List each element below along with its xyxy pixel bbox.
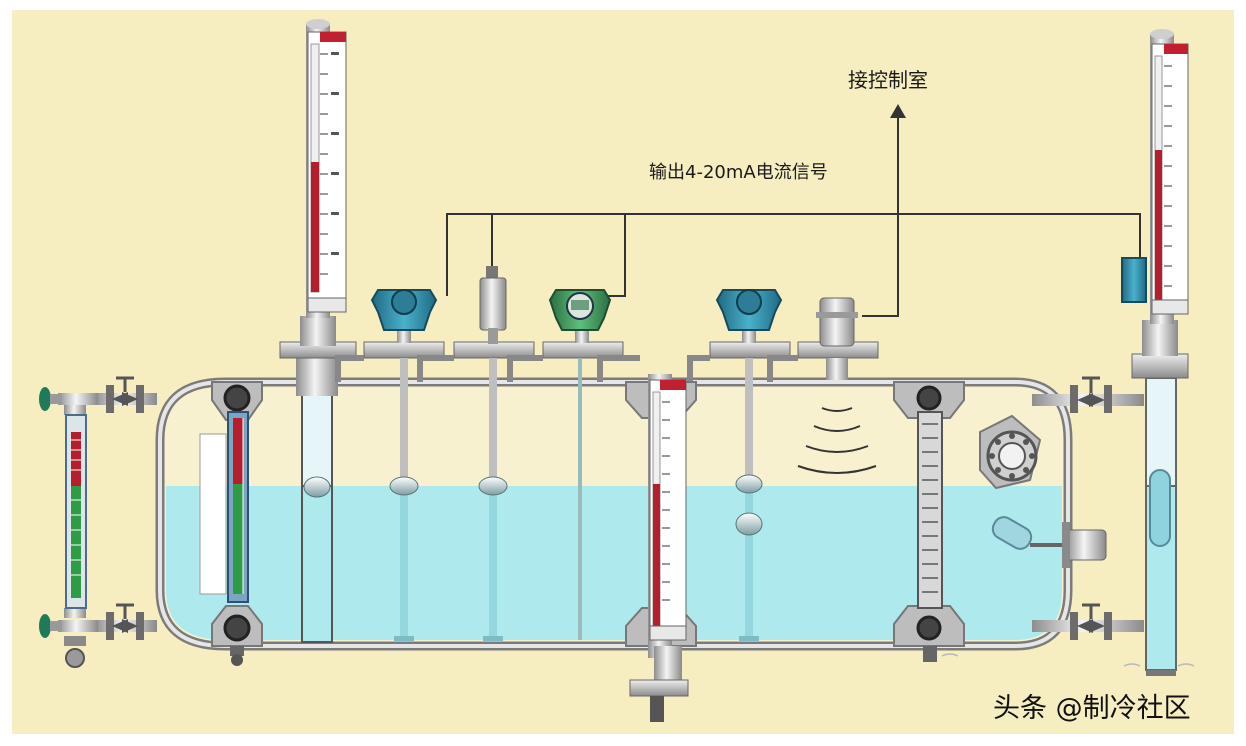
right-bypass-chamber (1032, 29, 1189, 676)
top-nozzles (335, 341, 879, 382)
level-switch-box (1121, 257, 1147, 303)
float-level-transmitter-2 (478, 266, 508, 641)
float-level-transmitter-3 (715, 289, 783, 641)
manway-flange (979, 414, 1042, 490)
valve-handle-icon (39, 614, 51, 638)
radar-wave-icon (797, 407, 877, 474)
guided-wave-transmitter (548, 289, 612, 640)
top-mount-float-gauge (279, 19, 357, 643)
bottom-mount-magnetic-gauge (625, 374, 697, 722)
liquid-body (166, 486, 1062, 640)
output-signal-label: 输出4-20mA电流信号 (649, 162, 828, 183)
left-glass-tube-gauge (39, 376, 157, 668)
magnetic-flap-gauge-left (199, 381, 263, 666)
side-mount-float-switch (991, 516, 1107, 568)
magnetic-flap-gauge-right (893, 381, 965, 662)
arrow-up-icon (890, 104, 906, 118)
control-room-label: 接控制室 (848, 68, 928, 92)
float-level-transmitter-1 (370, 289, 438, 641)
radar-level-transmitter (797, 297, 877, 474)
signal-wiring (446, 114, 1141, 317)
watermark-label: 头条 @制冷社区 (993, 693, 1191, 724)
storage-vessel (155, 377, 1073, 651)
valve-handle-icon (39, 387, 51, 411)
